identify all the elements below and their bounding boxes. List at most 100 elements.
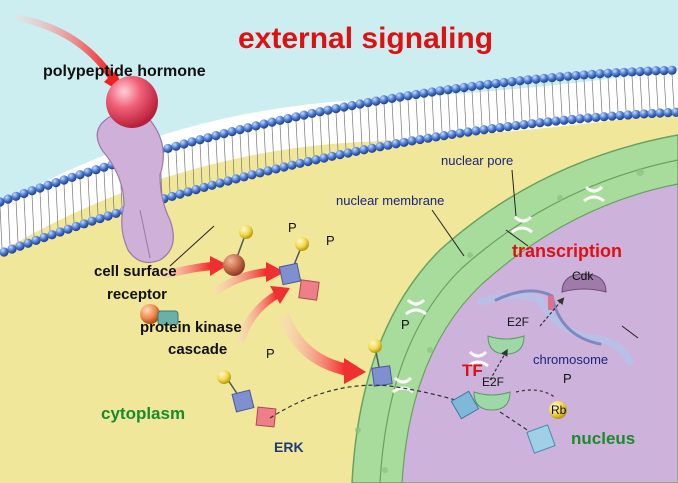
lipid-head-inner	[271, 164, 281, 174]
lipid-tail	[319, 115, 323, 155]
lipid-head-inner	[399, 137, 409, 147]
lipid-head-inner	[559, 115, 569, 125]
lipid-head-outer	[163, 143, 173, 154]
phosphate-ball-2	[295, 237, 309, 251]
lipid-head-inner	[199, 182, 209, 193]
lipid-tail	[279, 124, 283, 164]
lipid-tail	[663, 74, 667, 109]
lipid-head-outer	[459, 82, 469, 93]
lipid-head-inner	[39, 232, 49, 243]
lipid-head-inner	[295, 158, 305, 168]
lipid-head-inner	[535, 118, 545, 128]
lipid-head-inner	[335, 150, 345, 160]
lipid-head-inner	[63, 224, 73, 234]
lipid-tail	[391, 102, 395, 140]
lipid-head-outer	[627, 67, 637, 77]
lipid-head-outer	[315, 107, 325, 117]
lipid-head-inner	[47, 230, 57, 240]
lipid-head-inner	[479, 125, 489, 135]
lipid-tail	[311, 117, 315, 156]
lipid-tail	[15, 200, 19, 243]
lipid-tail	[455, 92, 459, 130]
lipid-head-inner	[591, 112, 601, 122]
lipid-head-inner	[639, 109, 649, 119]
lipid-head-outer	[635, 66, 645, 77]
lipid-head-outer	[499, 77, 509, 88]
lipid-head-inner	[55, 227, 65, 237]
lipid-head-outer	[355, 99, 365, 109]
cdk-shape	[561, 273, 607, 293]
lipid-tail	[207, 141, 211, 182]
label-cdk: Cdk	[572, 269, 594, 283]
lipid-head-inner	[575, 114, 585, 124]
lipid-tail	[503, 86, 507, 123]
lipid-head-outer	[43, 180, 53, 190]
lipid-head-outer	[379, 95, 389, 105]
lipid-tail	[215, 139, 219, 180]
chromosome-strand-1	[476, 292, 634, 366]
lipid-head-outer	[267, 117, 277, 127]
lipid-head-inner	[247, 170, 257, 180]
erk-blue	[231, 389, 255, 413]
lipid-head-outer	[235, 125, 245, 135]
lipid-head-outer	[219, 129, 229, 139]
lipid-head-inner	[7, 244, 17, 254]
lipid-tail	[375, 105, 379, 143]
lipid-head-inner	[631, 109, 641, 120]
lipid-tail	[559, 80, 563, 117]
lipid-head-inner	[383, 140, 393, 150]
lipid-head-outer	[211, 131, 221, 141]
kinase-blue-1	[278, 262, 302, 286]
lipid-tail	[287, 122, 291, 162]
lipid-tail	[335, 112, 339, 151]
label-nucleus: nucleus	[571, 429, 636, 448]
lipid-head-inner	[231, 174, 241, 184]
lipid-head-inner	[95, 213, 105, 224]
lipid-head-inner	[615, 110, 625, 121]
lipid-head-outer	[275, 115, 285, 125]
lipid-head-outer	[91, 165, 101, 175]
lipid-head-inner	[663, 108, 673, 118]
lipid-head-outer	[571, 70, 581, 81]
lipid-head-inner	[375, 142, 385, 152]
lipid-tail	[199, 143, 203, 184]
lipid-tail	[423, 97, 427, 135]
kinase-molecules	[140, 225, 393, 428]
cdk-arrow	[539, 297, 565, 327]
phospho-label-2: P	[326, 233, 335, 248]
lipid-tail	[647, 75, 651, 110]
lipid-head-outer	[491, 78, 501, 89]
lipid-tail	[7, 203, 11, 246]
lipid-head-inner	[263, 166, 273, 176]
tf-path-dashed	[499, 411, 537, 437]
lipid-head-outer	[179, 139, 189, 149]
lipid-head-inner	[15, 241, 25, 251]
lipid-tail	[239, 133, 243, 173]
lipid-head-inner	[551, 116, 561, 126]
lipid-tail	[447, 93, 451, 131]
lipid-tail	[343, 111, 347, 149]
lipid-tail	[407, 99, 411, 137]
leader-lines	[169, 169, 639, 339]
lipid-head-inner	[423, 133, 433, 143]
lipid-head-inner	[359, 145, 369, 155]
lipid-head-inner	[519, 120, 529, 130]
label-kinase-line1: protein kinase	[140, 319, 242, 336]
lipid-tail	[191, 145, 195, 186]
lipid-tail	[327, 114, 331, 153]
lipid-head-inner	[599, 112, 609, 122]
lipid-tail	[567, 80, 571, 116]
lipid-head-inner	[431, 132, 441, 142]
lipid-tail	[631, 75, 635, 111]
lipid-tail	[103, 171, 107, 212]
lipid-head-outer	[659, 65, 669, 76]
nuclear-molecules	[450, 273, 607, 454]
erk-translocating	[371, 365, 393, 387]
lipid-tail	[351, 109, 355, 148]
lipid-tail	[535, 83, 539, 119]
label-cytoplasm: cytoplasm	[101, 404, 186, 423]
lipid-tail	[623, 76, 627, 111]
lipid-head-outer	[427, 87, 437, 97]
lipid-tail	[383, 103, 387, 142]
